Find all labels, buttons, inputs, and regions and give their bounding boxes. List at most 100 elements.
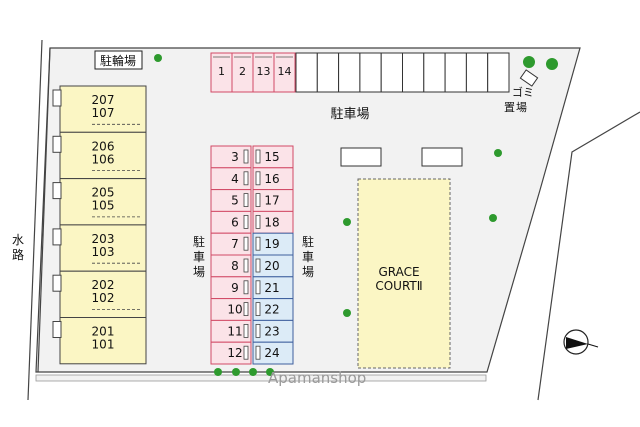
parking-stall-empty [380,52,404,93]
unit-balcony [52,89,62,107]
parking-stall-empty [402,52,425,93]
parking-space-number: 24 [264,346,279,360]
parking-stall-empty [338,52,361,93]
parking-wheel-stop [243,258,249,273]
waterway-label-1: 水 [12,233,24,247]
parking-stall-empty [444,52,467,93]
tree-11 [266,368,274,376]
bicycle-parking-label: 駐輪場 [100,53,136,68]
unit-number-lower: 102 [92,291,115,305]
parking-stall-empty [359,52,382,93]
road-strip [35,374,487,382]
unit-balcony [52,321,62,338]
parking-wheel-stop [243,280,249,295]
parking-space-number: 21 [264,281,279,295]
unit-balcony [52,135,62,153]
parking-left-label-3: 場 [193,265,205,279]
tree-7 [343,309,351,317]
grace-court-label-2: COURTⅡ [375,279,422,293]
road-edge-right [537,111,640,401]
unit-number-lower: 101 [92,338,115,352]
tree-1 [154,54,162,62]
empty-stall-1 [340,147,382,167]
parking-space-number: 15 [264,150,279,164]
unit-block [59,317,147,365]
parking-stall-empty [316,52,340,93]
parking-right-label-2: 車 [302,250,314,264]
tree-9 [232,368,240,376]
parking-main-label: 駐車場 [330,107,369,122]
garbage-label-4: 場 [516,101,527,114]
parking-wheel-stop [255,193,261,208]
parking-wheel-stop [255,214,261,229]
parking-space-number: 7 [231,237,239,251]
unit-number-upper: 206 [92,139,115,153]
parking-space-number: 3 [231,150,239,164]
garbage-area [519,69,539,87]
empty-stall-2 [421,147,463,167]
parking-stall-empty [295,52,318,93]
parking-space-number: 23 [264,324,279,338]
parking-space-number: 9 [231,281,239,295]
unit-balcony [52,228,62,246]
parking-space-number: 14 [278,65,292,78]
parking-space-number: 19 [264,237,279,251]
parking-top-right-stalls [295,52,510,93]
parking-space-number: 17 [264,194,279,208]
tree-5 [489,214,497,222]
parking-stall-empty [487,52,510,93]
unit-number-upper: 201 [92,325,115,339]
tree-4 [494,149,502,157]
parking-space-number: 20 [264,259,279,273]
parking-space-number: 16 [264,172,279,186]
watermark-text: Apamanshop [268,369,366,387]
unit-number-lower: 105 [92,199,115,213]
parking-wheel-stop [243,323,249,338]
tree-6 [343,218,351,226]
unit-number-lower: 106 [92,152,115,166]
parking-space-number: 8 [231,259,239,273]
parking-space-number: 2 [239,65,246,78]
garbage-label-2: ミ [523,86,534,99]
tree-10 [249,368,257,376]
parking-left-label-1: 駐 [193,234,205,249]
garbage-box [519,69,539,87]
parking-space-number: 10 [227,303,242,317]
parking-left-label-2: 車 [193,250,205,264]
unit-number-upper: 205 [92,186,115,200]
parking-wheel-stop [243,193,249,208]
parking-space-number: 6 [231,215,239,229]
parking-wheel-stop [255,323,261,338]
unit-balcony [52,274,62,292]
garbage-label-3: 置 [504,101,515,114]
parking-wheel-stop [255,280,261,295]
parking-stall-empty [423,52,446,93]
parking-wheel-stop [255,302,261,317]
grace-court-label-1: GRACE [378,265,419,279]
grace-court-building [357,178,451,369]
parking-wheel-stop [255,149,261,164]
parking-wheel-stop [243,171,249,186]
tree-3 [546,58,558,70]
parking-stall-empty [465,52,489,93]
garbage-label-1: ゴ [512,85,523,99]
unit-balcony [52,182,62,200]
unit-number-upper: 202 [92,278,115,292]
bicycle-parking-box [94,50,143,70]
unit-number-upper: 207 [92,93,115,107]
parking-space-number: 11 [227,324,242,338]
parking-right-label-1: 駐 [302,234,314,249]
parking-wheel-stop [255,258,261,273]
unit-number-lower: 107 [92,106,115,120]
parking-space-number: 4 [231,172,239,186]
parking-space-number: 22 [264,303,279,317]
unit-number-upper: 203 [92,232,115,246]
parking-wheel-stop [255,236,261,251]
tree-8 [214,368,222,376]
